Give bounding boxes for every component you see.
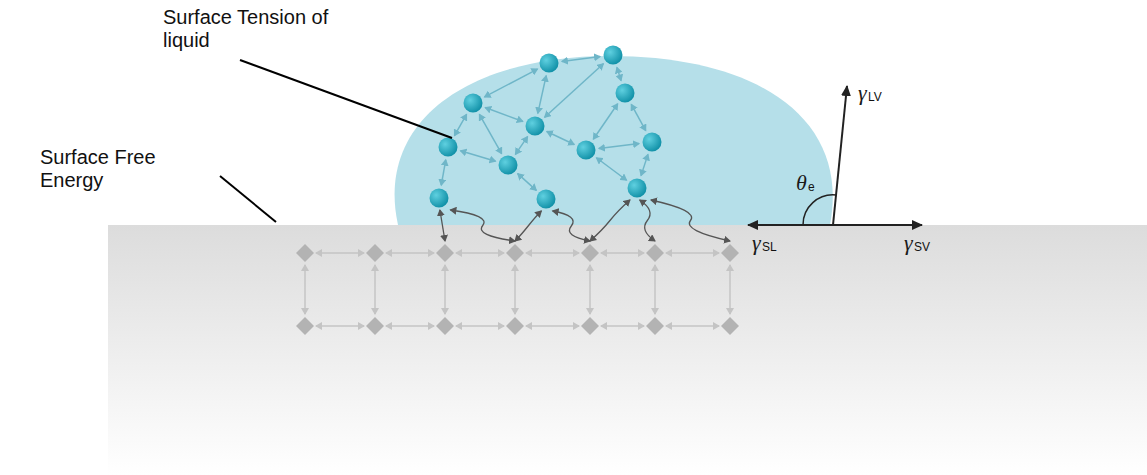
cohesion-bond xyxy=(460,151,495,162)
cohesion-bond xyxy=(485,108,523,122)
liquid-molecule xyxy=(540,54,559,73)
solid-atom xyxy=(296,317,314,335)
solid-atom xyxy=(581,244,599,262)
solid-atom xyxy=(436,244,454,262)
cohesion-bond xyxy=(593,104,617,140)
solid-atom xyxy=(506,244,524,262)
callout-label: Surface Tension of liquid xyxy=(163,6,333,52)
subscript: e xyxy=(808,181,815,195)
lattice-bond xyxy=(654,265,656,314)
cohesion-bond xyxy=(545,64,604,117)
symbol: θ xyxy=(796,170,807,195)
solid-atom xyxy=(366,244,384,262)
adhesion-interaction xyxy=(553,211,590,241)
angle-arc xyxy=(803,195,836,225)
solid-atom xyxy=(296,244,314,262)
cohesion-bond xyxy=(599,144,639,149)
leader-line xyxy=(220,176,276,222)
cohesion-bond xyxy=(538,76,546,114)
lattice-bond xyxy=(316,325,364,327)
cohesion-bond xyxy=(617,67,621,80)
lattice-bond xyxy=(526,252,579,254)
force-vector xyxy=(833,224,922,226)
liquid-molecule xyxy=(464,94,483,113)
solid-atom xyxy=(721,244,739,262)
lattice-bond xyxy=(386,325,434,327)
symbol: γ xyxy=(904,230,913,255)
subscript: SL xyxy=(762,241,777,255)
liquid-molecule xyxy=(577,141,596,160)
symbol: γ xyxy=(752,230,761,255)
liquid-molecule xyxy=(643,133,662,152)
solid-atom xyxy=(581,317,599,335)
cohesion-bond xyxy=(454,114,466,135)
liquid-molecule xyxy=(537,190,556,209)
lattice-bond xyxy=(316,252,364,254)
adhesion-interaction xyxy=(590,200,630,241)
cohesion-bond xyxy=(547,132,574,145)
adhesion-interaction xyxy=(515,211,541,241)
substrate xyxy=(108,225,1147,475)
liquid-molecule xyxy=(439,138,458,157)
cohesion-bond xyxy=(441,160,445,185)
droplet xyxy=(395,56,833,225)
liquid-molecule xyxy=(616,84,635,103)
solid-atom xyxy=(366,317,384,335)
solid-atom xyxy=(436,317,454,335)
lattice-bond xyxy=(729,265,731,314)
lattice-bond xyxy=(386,252,434,254)
interface-interactions xyxy=(440,200,730,241)
lattice-bond xyxy=(304,265,306,314)
adhesion-interaction xyxy=(651,200,730,241)
callout-label: Surface Free Energy xyxy=(40,146,180,192)
cohesion-bond xyxy=(641,154,648,175)
solid-atom xyxy=(646,244,664,262)
lattice-bond xyxy=(589,265,591,314)
liquid-molecule xyxy=(526,117,545,136)
lattice-bond xyxy=(374,265,376,314)
lattice-bond xyxy=(666,325,719,327)
symbol: γ xyxy=(858,80,867,105)
force-vector xyxy=(833,86,847,225)
solid-atom xyxy=(646,317,664,335)
solid-atom xyxy=(721,317,739,335)
adhesion-interaction xyxy=(640,200,655,241)
cohesion-bond xyxy=(485,69,538,97)
cohesion-bond xyxy=(596,158,626,180)
force-vector xyxy=(748,224,833,226)
subscript: LV xyxy=(868,91,882,105)
liquid-molecule xyxy=(430,189,449,208)
adhesion-interaction xyxy=(450,210,515,241)
lattice-bond xyxy=(601,252,644,254)
cohesion-bond xyxy=(631,104,645,130)
lattice-bond xyxy=(444,265,446,314)
cohesion-bond xyxy=(562,57,600,62)
lattice-bond xyxy=(514,265,516,314)
adhesion-interaction xyxy=(440,210,445,241)
liquid-molecule xyxy=(499,156,518,175)
subscript: SV xyxy=(914,241,930,255)
lattice-bond xyxy=(456,252,504,254)
leader-line xyxy=(240,60,452,138)
cohesion-bond xyxy=(518,174,537,191)
lattice-bond xyxy=(456,325,504,327)
liquid-molecule xyxy=(604,46,623,65)
lattice-bond xyxy=(666,252,719,254)
cohesion-bond xyxy=(515,137,527,155)
lattice-bond xyxy=(601,325,644,327)
liquid-molecules xyxy=(430,46,662,209)
lattice-bond xyxy=(526,325,579,327)
cohesion-bond xyxy=(479,114,501,153)
solid-atom xyxy=(506,317,524,335)
liquid-molecule xyxy=(628,179,647,198)
solid-lattice xyxy=(296,244,739,335)
